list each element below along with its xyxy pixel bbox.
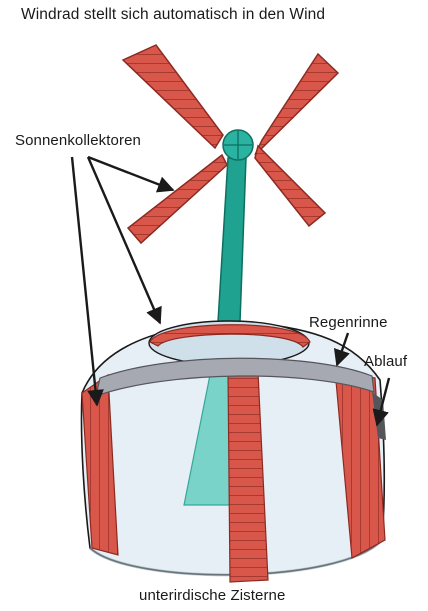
blade-lower-left — [128, 155, 227, 243]
arrow-collectors-to-dome — [72, 157, 97, 405]
blade-upper-right — [255, 54, 338, 155]
windmill-mast — [218, 158, 246, 322]
label-drain: Ablauf — [364, 353, 407, 370]
label-rain-gutter: Regenrinne — [309, 314, 388, 331]
label-solar-collectors: Sonnenkollektoren — [15, 132, 141, 149]
diagram-title: Windrad stellt sich automatisch in den W… — [21, 6, 325, 24]
label-underground-cistern: unterirdische Zisterne — [139, 587, 285, 604]
blade-lower-right — [255, 146, 325, 226]
